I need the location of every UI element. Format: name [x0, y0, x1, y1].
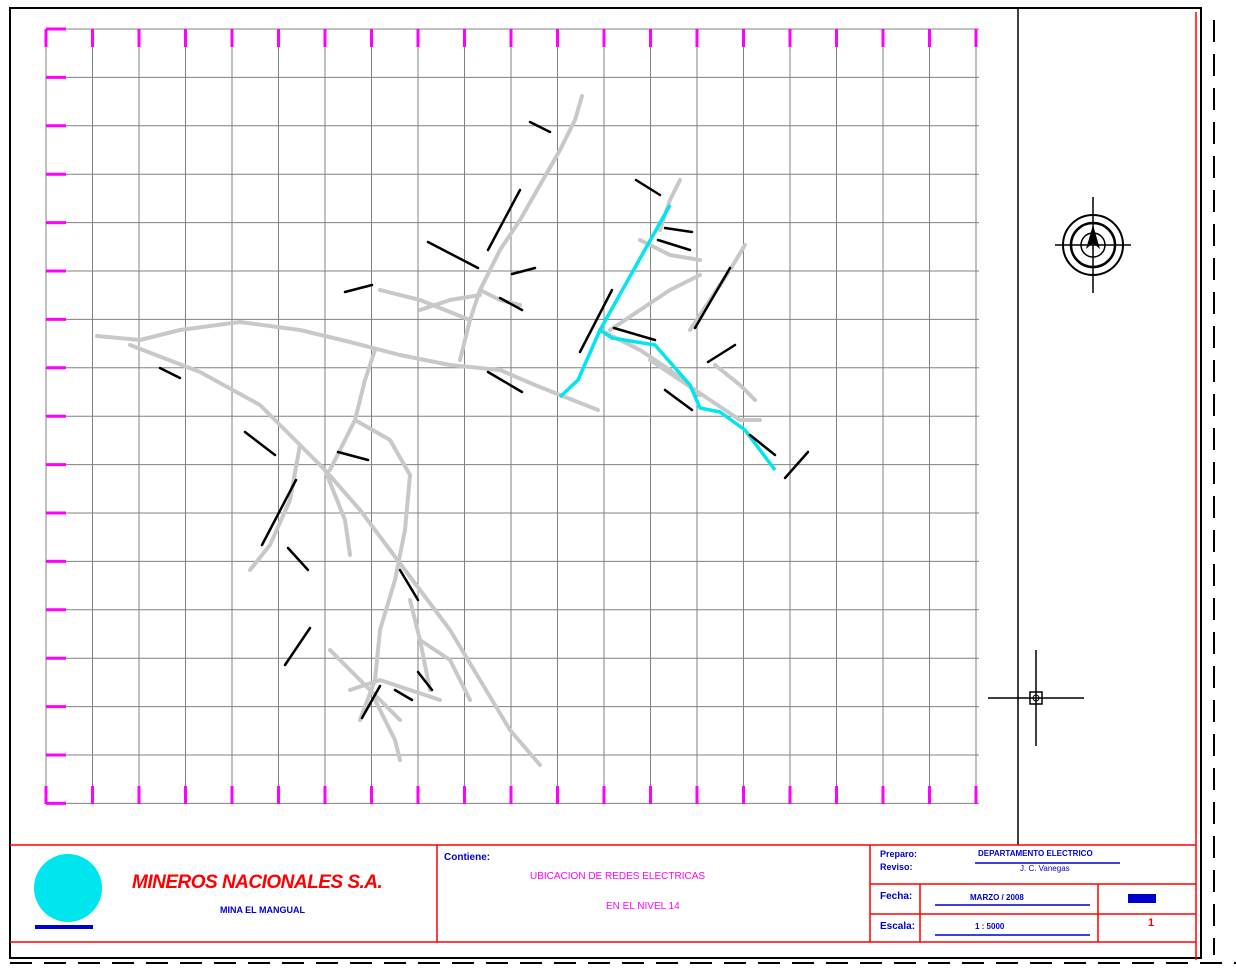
electrical-network-branch	[599, 328, 777, 472]
coordinate-grid	[45, 28, 979, 804]
plan-label: PLANO	[1128, 894, 1156, 903]
content-label: Contiene:	[444, 852, 491, 863]
content-line-2: EN EL NIVEL 14	[606, 901, 680, 912]
company-logo-icon	[34, 854, 102, 929]
person-name: J. C. Vanegas	[1020, 864, 1070, 873]
north-arrow-icon	[1055, 197, 1131, 293]
date-label: Fecha:	[880, 891, 913, 902]
scale-label: Escala:	[880, 921, 916, 932]
scale-value: 1 : 5000	[975, 922, 1005, 931]
company-name: MINEROS NACIONALES S.A.	[132, 872, 383, 893]
mine-tunnels	[95, 94, 762, 767]
department-name: DEPARTAMENTO ELECTRICO	[978, 849, 1093, 858]
content-line-1: UBICACION DE REDES ELECTRICAS	[530, 871, 706, 882]
reviewed-label: Reviso:	[880, 862, 913, 872]
drawing-frame	[9, 7, 1202, 959]
mine-name: MINA EL MANGUAL	[220, 905, 305, 915]
tunnel-label-marks	[158, 120, 810, 720]
title-block-blue-rules	[935, 862, 1120, 936]
title-block-lines	[436, 845, 1196, 942]
date-value: MARZO / 2008	[970, 893, 1024, 902]
prepared-label: Preparo:	[880, 849, 918, 859]
grid-ticks	[44, 27, 978, 805]
crosshair-cursor-icon	[988, 650, 1084, 746]
plan-number: 1	[1148, 917, 1155, 929]
electrical-network	[558, 204, 672, 399]
